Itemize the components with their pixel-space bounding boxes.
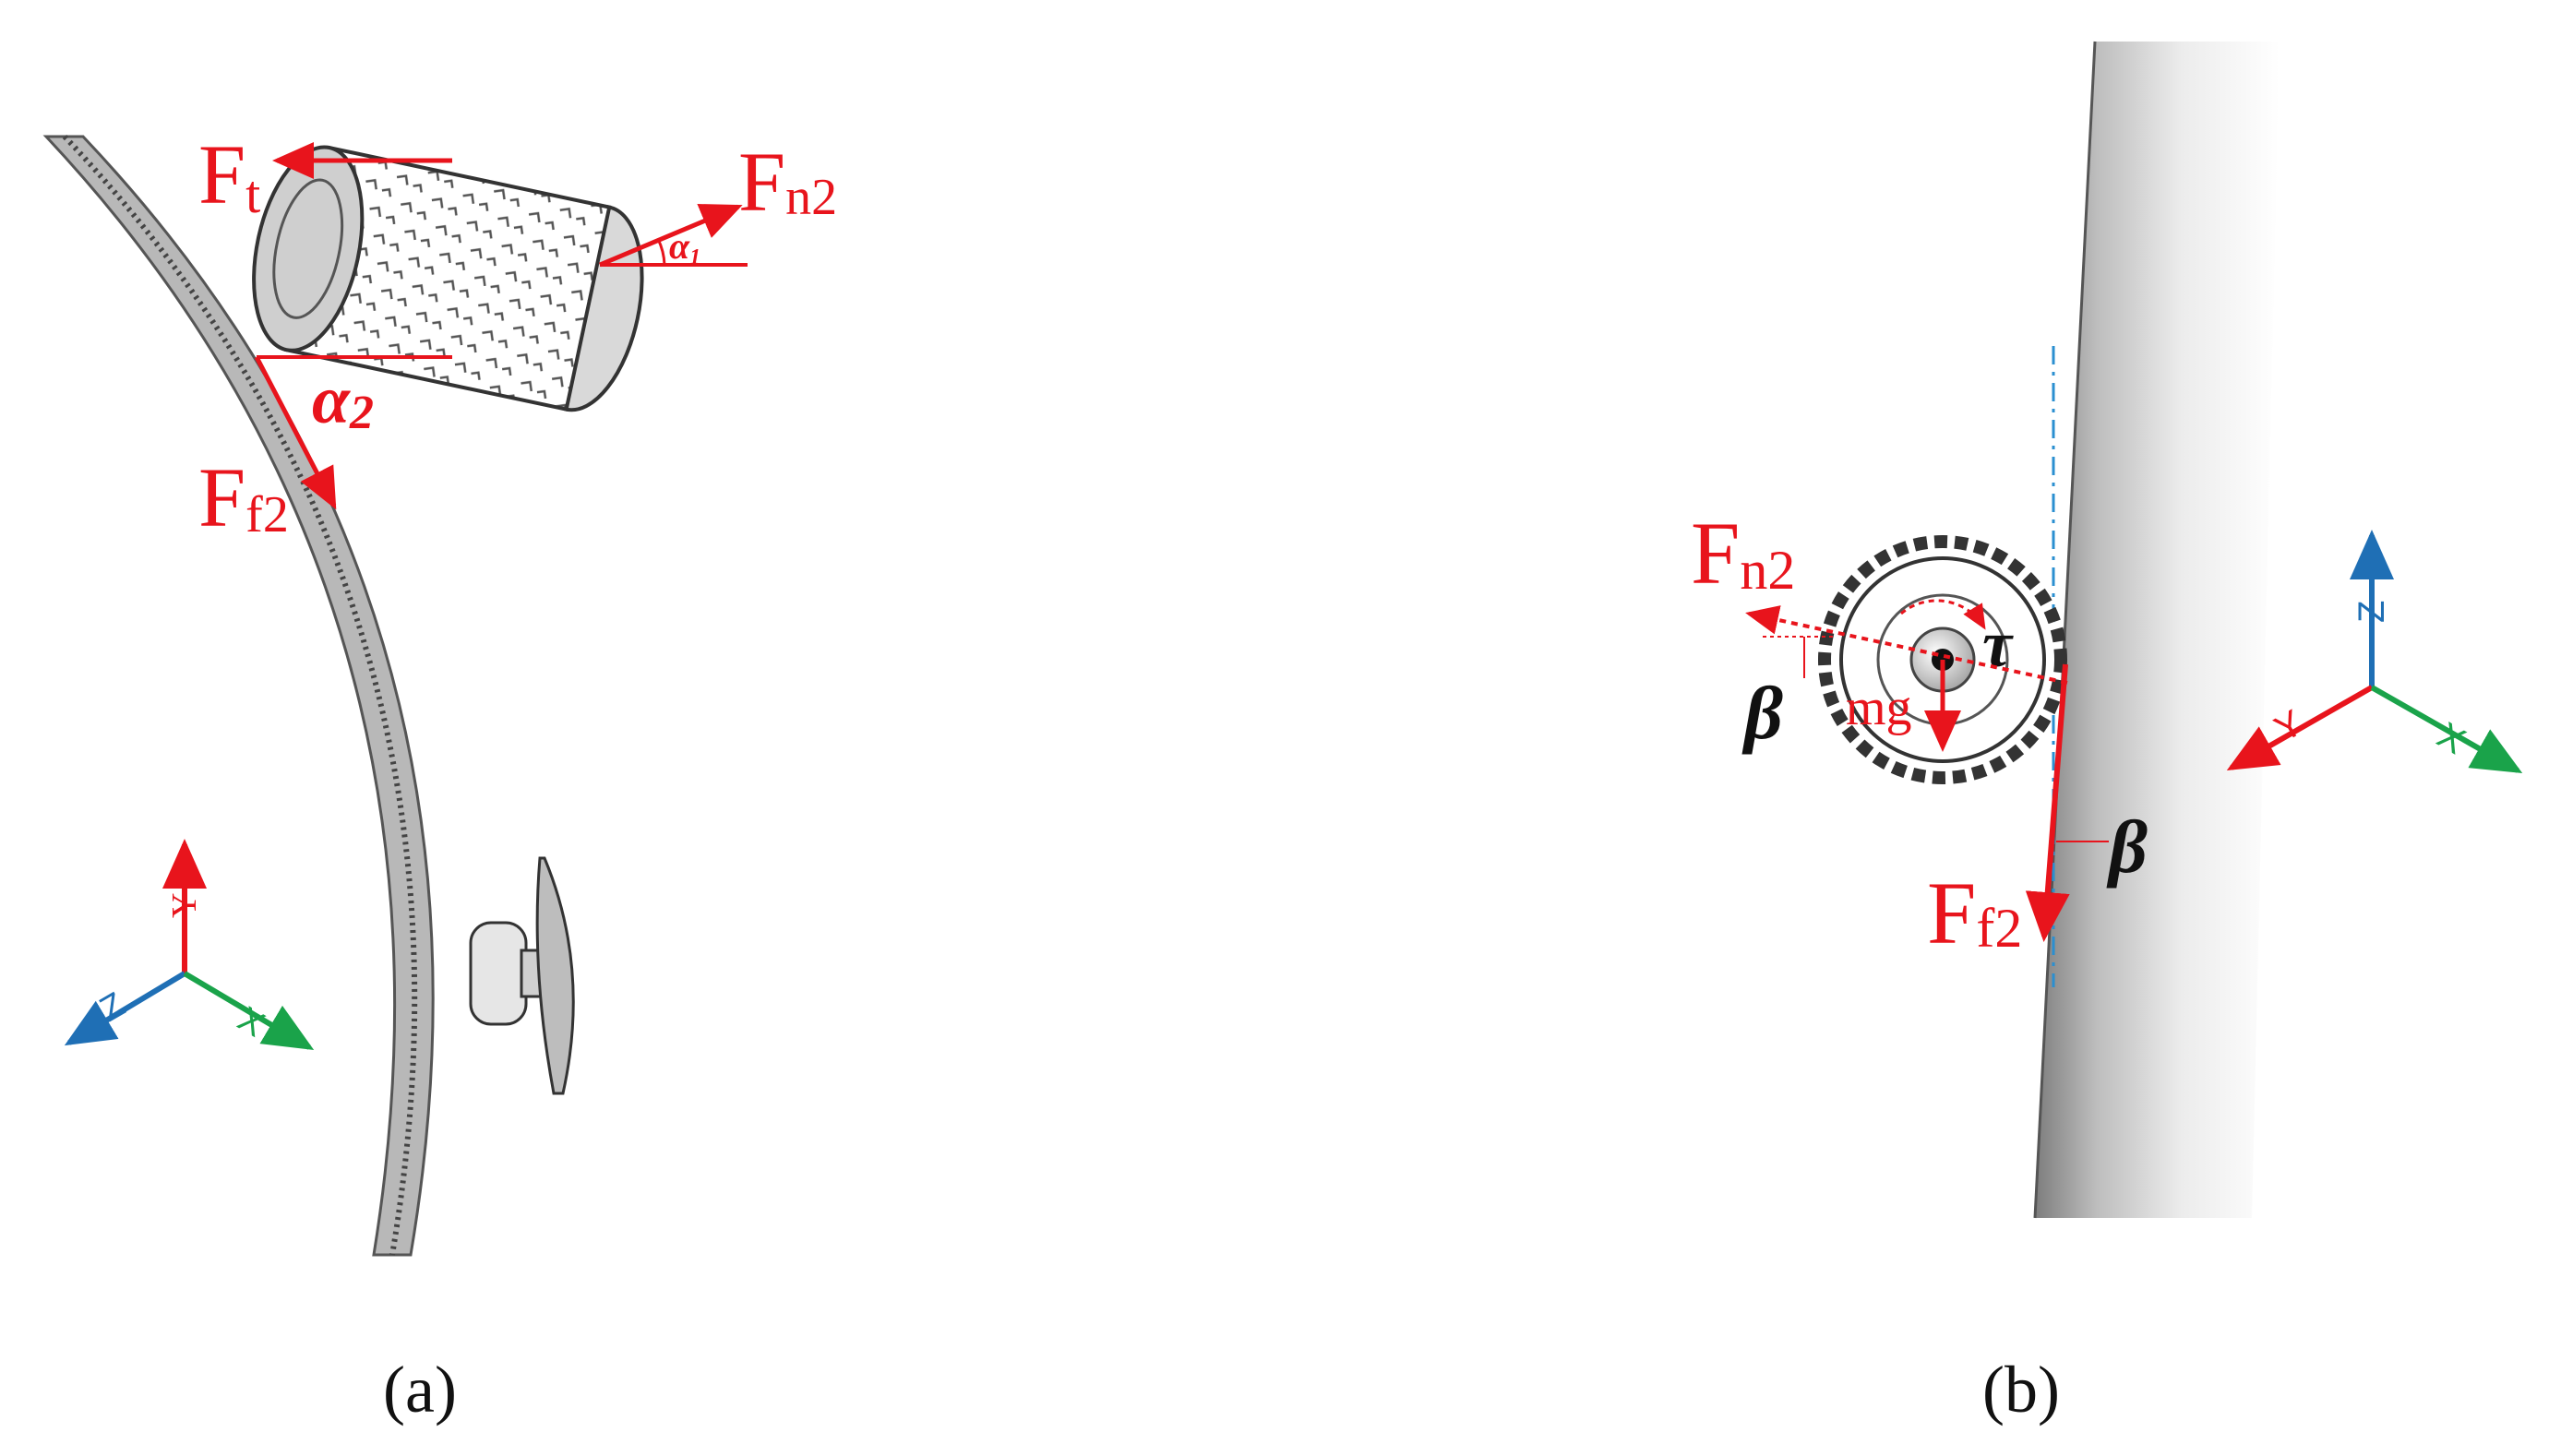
alpha1-arc	[656, 238, 666, 266]
caption-b: (b)	[1982, 1353, 2060, 1426]
force-fn2-b-label: Fn2	[1691, 504, 1795, 603]
force-fn2-arrow	[599, 204, 743, 268]
force-ff2-label: Ff2	[198, 450, 289, 544]
torque-label: τ	[1982, 607, 2014, 681]
axis-triad-a: Y Z X	[64, 839, 315, 1051]
axis-triad-b: Z Y X	[2226, 530, 2523, 773]
axis-a-x-arrow	[183, 971, 315, 1051]
force-fn2-label: Fn2	[738, 135, 837, 229]
beta-left-label: β	[1741, 671, 1783, 755]
cylinder-wall-edge	[2033, 41, 2097, 1219]
force-fn2-b-arrow	[1745, 605, 2068, 685]
alpha2-label: α2	[312, 363, 374, 439]
beta-right-label: β	[2106, 805, 2148, 889]
caption-a: (a)	[383, 1353, 457, 1426]
force-ff2-b-arrow	[2025, 663, 2070, 942]
tire-a	[252, 145, 644, 412]
cylinder-wall	[2035, 42, 2280, 1218]
curved-wall-hatch	[62, 134, 418, 1256]
force-ff2-arrow	[254, 355, 337, 510]
motor-mount	[469, 856, 575, 1095]
force-mg-label: mg	[1846, 679, 1912, 736]
axis-a-y-label: Y	[165, 893, 204, 918]
axis-b-y-arrow	[2226, 685, 2374, 770]
axis-b-z-label: Z	[2352, 601, 2392, 623]
panel-b: τ Fn2 β mg β Ff2 Z Y X (b)	[1691, 41, 2523, 1426]
axis-a-z-arrow	[64, 971, 186, 1046]
panel-a: Ft α1 Fn2 α2 Ff2 Y Z X (a)	[42, 127, 837, 1426]
force-ft-label: Ft	[198, 127, 260, 224]
torque-arc	[1900, 599, 1986, 630]
alpha1-label: α1	[669, 225, 700, 269]
force-ff2-b-label: Ff2	[1927, 864, 2022, 962]
axis-b-x-arrow	[2370, 685, 2523, 773]
